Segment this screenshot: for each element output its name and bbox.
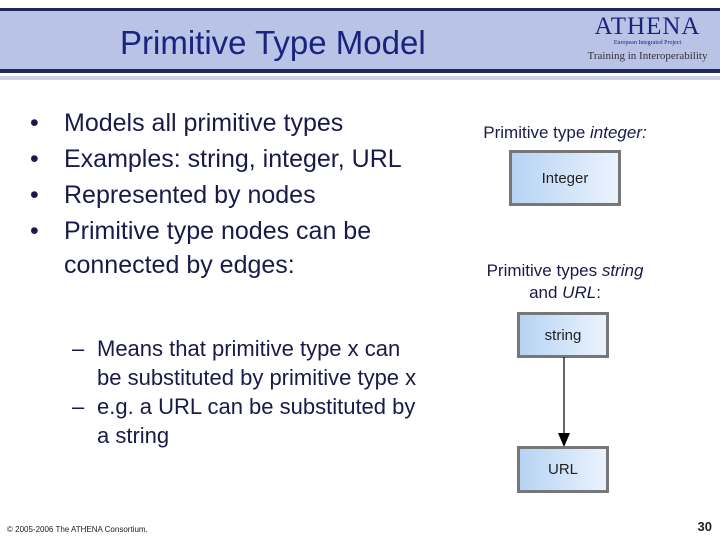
copyright: © 2005-2006 The ATHENA Consortium. bbox=[7, 525, 148, 534]
substitution-edge-arrow bbox=[558, 357, 570, 447]
sub-bullet-item: Means that primitive type x can be subst… bbox=[72, 334, 422, 392]
caption-em: integer: bbox=[590, 123, 647, 142]
bullet-item: Models all primitive types bbox=[30, 106, 430, 140]
string-url-caption: Primitive types string and URL: bbox=[455, 260, 675, 304]
header-band bbox=[0, 11, 720, 69]
string-node: string bbox=[517, 312, 609, 358]
caption-em: string bbox=[601, 261, 644, 280]
caption-text: : bbox=[596, 283, 601, 302]
caption-text: Primitive type bbox=[483, 123, 591, 142]
sub-bullet-item: e.g. a URL can be substituted by a strin… bbox=[72, 392, 422, 450]
logo-name: ATHENA bbox=[594, 13, 701, 40]
header-shadow-rule bbox=[0, 76, 720, 80]
logo-subtitle: Training in Interoperability bbox=[587, 50, 708, 62]
header-bottom-rule bbox=[0, 69, 720, 73]
caption-text: and bbox=[529, 283, 563, 302]
slide-title: Primitive Type Model bbox=[120, 24, 426, 61]
bullet-item: Primitive type nodes can be connected by… bbox=[30, 214, 430, 282]
url-node: URL bbox=[517, 446, 609, 493]
caption-text: Primitive types bbox=[486, 261, 602, 280]
integer-node: Integer bbox=[509, 150, 621, 206]
logo-tagline: European Integrated Project bbox=[613, 40, 682, 46]
header-top-rule bbox=[0, 8, 720, 11]
sub-bullet-list: Means that primitive type x can be subst… bbox=[72, 334, 422, 450]
page-number: 30 bbox=[697, 519, 712, 534]
caption-em: URL bbox=[562, 283, 597, 302]
bullet-list: Models all primitive types Examples: str… bbox=[30, 106, 430, 284]
athena-logo: ATHENA European Integrated Project Train… bbox=[580, 13, 715, 63]
integer-caption: Primitive type integer: bbox=[455, 123, 675, 143]
bullet-item: Represented by nodes bbox=[30, 178, 430, 212]
bullet-item: Examples: string, integer, URL bbox=[30, 142, 430, 176]
